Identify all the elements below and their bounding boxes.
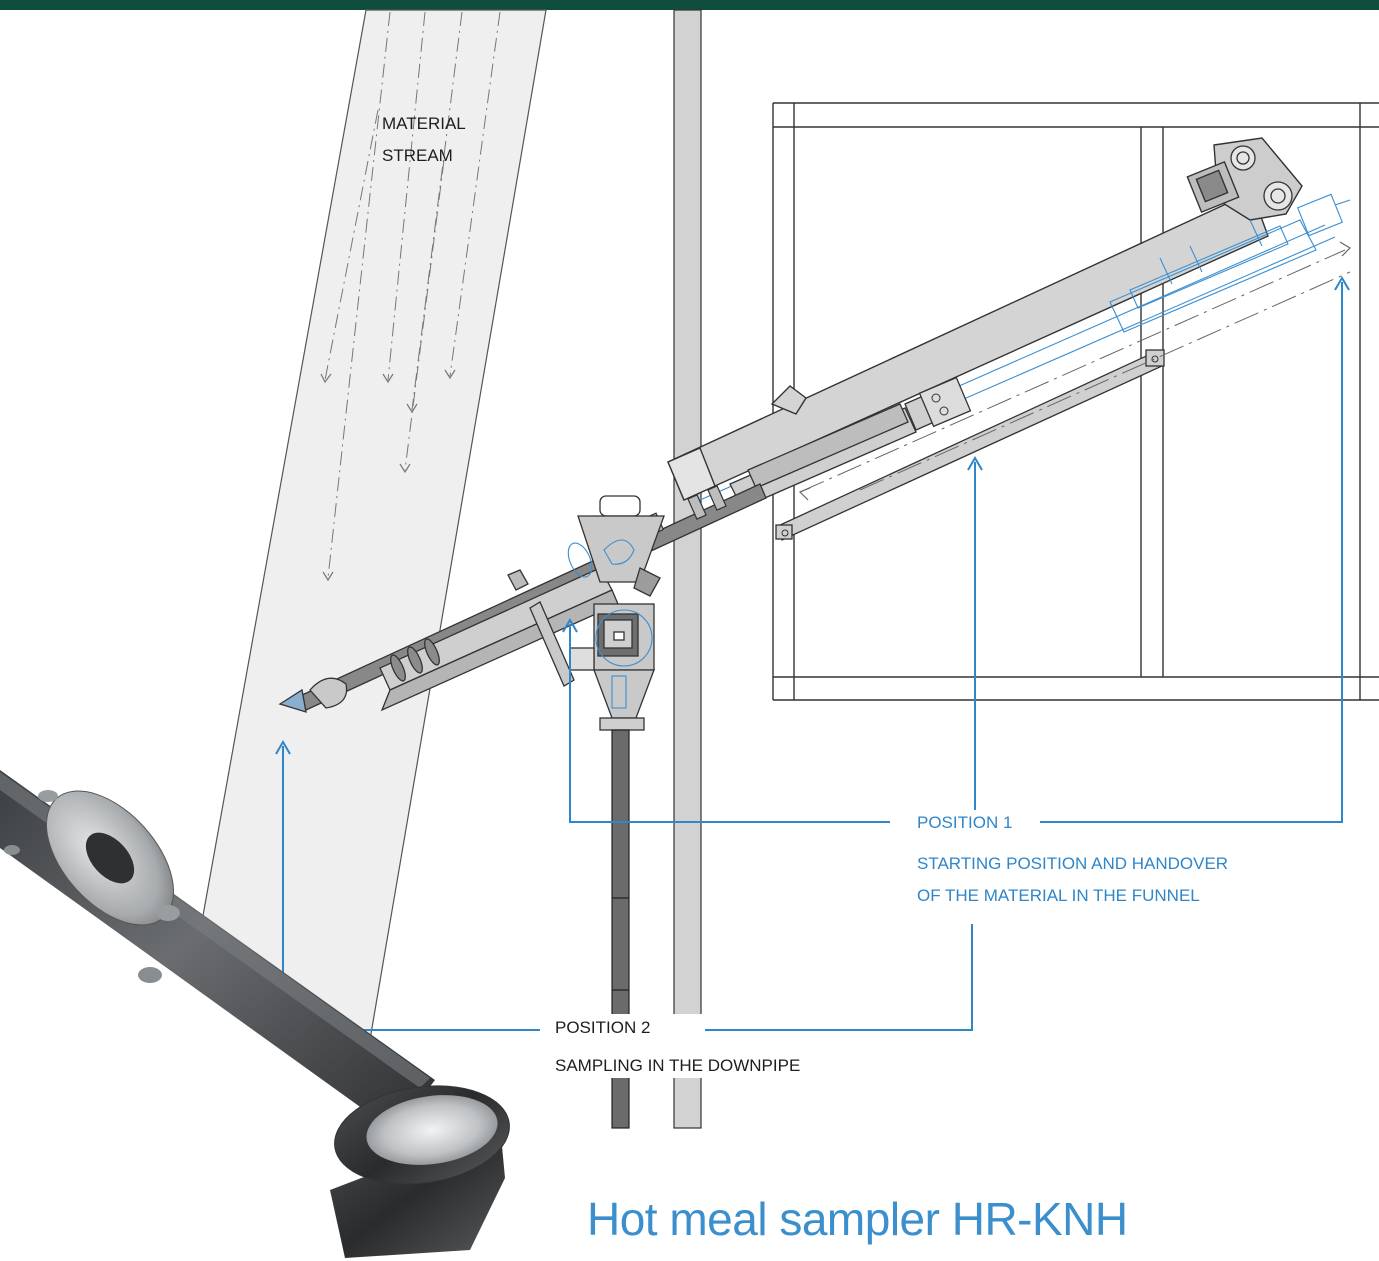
stream-arrowheads: [320, 369, 456, 582]
position1-desc-line2: OF THE MATERIAL IN THE FUNNEL: [917, 886, 1200, 905]
material-stream-label-line2: STREAM: [382, 146, 453, 165]
header-bar: [0, 0, 1379, 10]
callout-arrowheads: [275, 276, 1350, 755]
vertical-column: [673, 9, 702, 1129]
auger-flights: [390, 638, 440, 682]
callout-lines: [282, 282, 1343, 1031]
stroke-arrow-left: [798, 487, 811, 501]
material-stream-label-line1: MATERIAL: [382, 114, 466, 133]
stroke-axis: [799, 249, 1351, 493]
position1-desc-line1: STARTING POSITION AND HANDOVER: [917, 854, 1229, 873]
funnel-assembly: [529, 495, 665, 731]
housing-arm: [667, 137, 1303, 501]
sampler-tip: [278, 677, 348, 713]
funnel-blue-outline: [567, 539, 653, 709]
position1-title: POSITION 1: [917, 813, 1013, 832]
stroke-arrow-right: [1339, 241, 1351, 257]
pulley-wheels: [1230, 145, 1293, 211]
position2-desc: SAMPLING IN THE DOWNPIPE: [555, 1056, 801, 1075]
page-title: Hot meal sampler HR-KNH: [587, 1193, 1128, 1245]
position2-title: POSITION 2: [555, 1018, 651, 1037]
support-strut: [775, 349, 1165, 541]
material-stream: [194, 9, 547, 1100]
sampler-photo: [0, 770, 510, 1258]
stream-flow-arrows: [324, 11, 501, 579]
